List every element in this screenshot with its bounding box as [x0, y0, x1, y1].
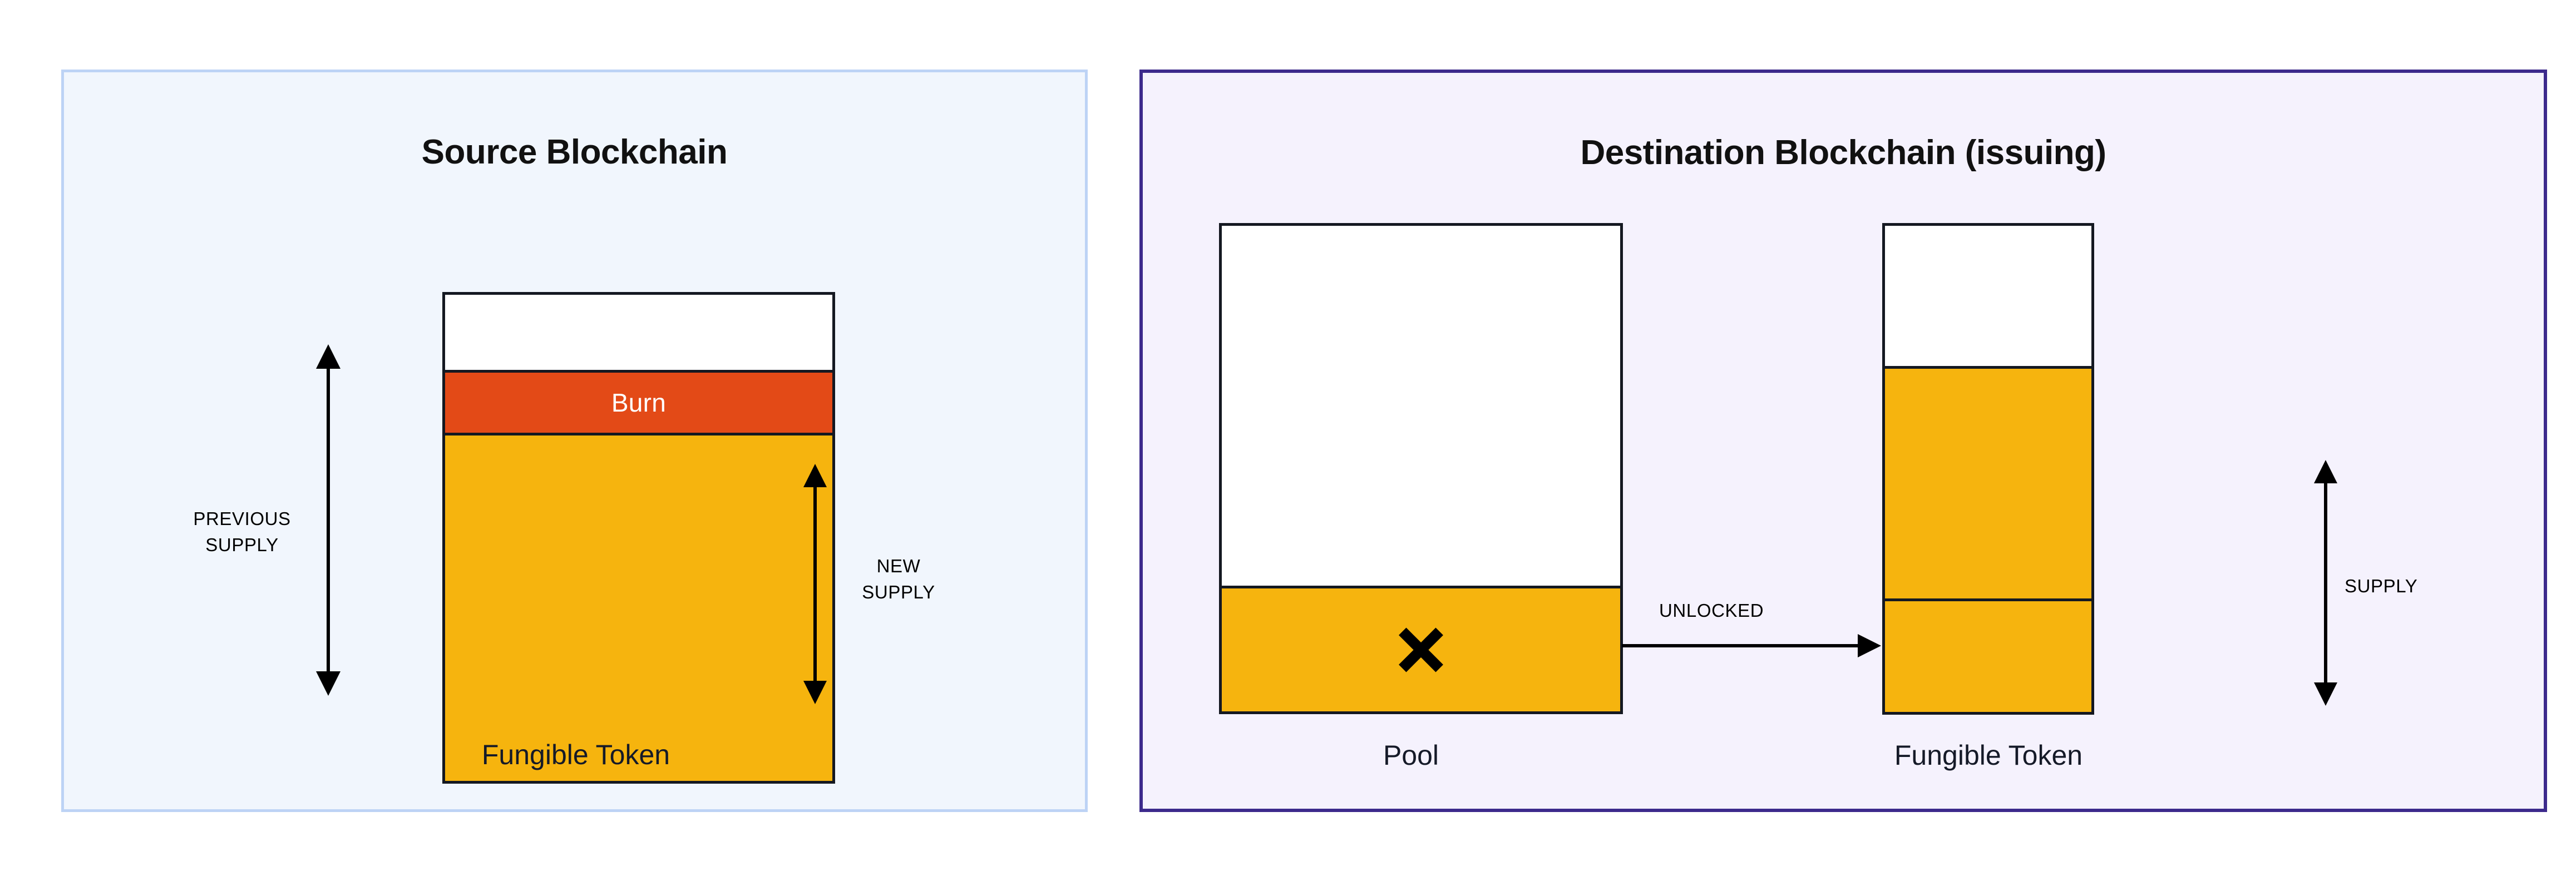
burn-segment-label: Burn: [611, 388, 667, 417]
pool-locked-segment: [1222, 586, 1620, 711]
destination-fungible-token-box: [1882, 223, 2094, 715]
source-burn-segment: Burn: [445, 370, 832, 435]
source-token-caption: Fungible Token: [481, 739, 670, 770]
destination-blockchain-panel: Destination Blockchain (issuing) Pool UN…: [1139, 70, 2547, 812]
x-mark-icon: [1401, 630, 1441, 670]
unlocked-arrow: [1622, 634, 1881, 657]
previous-supply-label: PREVIOUS SUPPLY: [193, 508, 291, 555]
new-supply-arrow: [803, 464, 827, 704]
new-supply-label: NEW SUPPLY: [862, 556, 935, 602]
previous-supply-arrow: [316, 344, 340, 696]
source-blockchain-panel: Source Blockchain Burn PREVIOUS SUPPLY N…: [61, 70, 1088, 812]
unlocked-label: UNLOCKED: [1659, 600, 1764, 621]
source-panel-title: Source Blockchain: [421, 133, 728, 171]
dest-existing-supply-segment: [1885, 366, 2091, 598]
pool-box: [1219, 223, 1623, 714]
dest-unlocked-supply-segment: [1885, 598, 2091, 712]
source-remaining-supply-segment: [445, 435, 832, 781]
source-fungible-token-box: Burn: [442, 292, 835, 784]
destination-token-caption: Fungible Token: [1894, 740, 2083, 771]
pool-empty-segment: [1222, 226, 1620, 586]
source-headroom-segment: [445, 295, 832, 370]
supply-arrow: [2314, 460, 2337, 706]
supply-label: SUPPLY: [2345, 576, 2418, 596]
destination-panel-title: Destination Blockchain (issuing): [1580, 133, 2106, 172]
dest-headroom-segment: [1885, 226, 2091, 366]
pool-caption: Pool: [1383, 740, 1439, 771]
